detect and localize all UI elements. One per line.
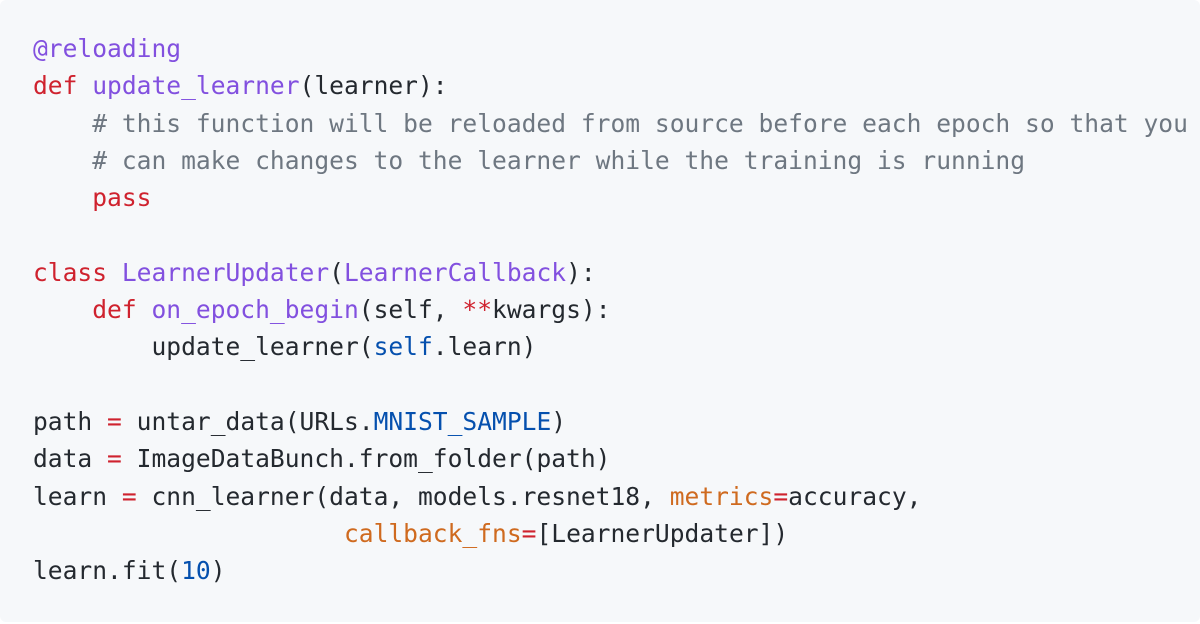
code-token-keyword: class	[33, 257, 108, 287]
code-token-funcname: on_epoch_begin	[151, 295, 359, 325]
code-token-funcname: update_learner	[92, 71, 300, 101]
code-token-plain: untar_data(URLs.	[121, 406, 374, 436]
code-line: @reloading	[33, 30, 1200, 67]
code-token-param: callback_fns	[343, 518, 522, 548]
code-lines: @reloading def update_learner(learner): #…	[33, 30, 1200, 589]
code-token-plain	[33, 183, 92, 212]
code-line: learn.fit(10)	[33, 552, 1200, 589]
code-line: def update_learner(learner):	[33, 67, 1200, 104]
code-token-plain: (learner):	[299, 71, 448, 101]
code-token-classname: LearnerUpdater	[121, 257, 330, 287]
code-line: # can make changes to the learner while …	[33, 142, 1200, 179]
code-token-keyword: def	[33, 71, 78, 101]
code-line: update_learner(self.learn)	[33, 328, 1200, 365]
code-token-plain: (self,	[358, 295, 463, 325]
code-token-plain	[77, 71, 92, 100]
code-line: learn = cnn_learner(data, models.resnet1…	[33, 478, 1200, 515]
code-token-plain	[137, 295, 152, 324]
code-line: def on_epoch_begin(self, **kwargs):	[33, 291, 1200, 328]
code-line: pass	[33, 179, 1200, 216]
code-line: class LearnerUpdater(LearnerCallback):	[33, 254, 1200, 291]
code-token-decorator: @reloading	[33, 34, 182, 63]
code-token-plain	[107, 258, 122, 287]
code-token-plain: learn	[33, 481, 122, 511]
code-token-attr: self	[373, 332, 433, 362]
code-token-plain: path	[33, 406, 108, 436]
code-token-plain	[33, 519, 344, 548]
code-token-operator: =	[107, 406, 122, 436]
code-token-plain: )	[551, 406, 567, 436]
code-token-comment: # this function will be reloaded from so…	[33, 108, 1188, 138]
code-token-plain: ):	[566, 257, 596, 287]
code-token-operator: =	[107, 444, 122, 474]
code-token-comment: # can make changes to the learner while …	[33, 145, 1026, 175]
code-token-plain: learn.fit(	[33, 556, 182, 586]
code-token-operator: **	[462, 295, 493, 325]
code-token-plain: accuracy,	[788, 481, 922, 511]
code-token-keyword: def	[92, 295, 137, 325]
code-line: # this function will be reloaded from so…	[33, 105, 1200, 142]
code-line	[33, 216, 1200, 253]
code-token-plain: [LearnerUpdater])	[536, 518, 789, 548]
code-line: callback_fns=[LearnerUpdater])	[33, 515, 1200, 552]
code-token-param: metrics	[669, 481, 774, 511]
code-token-operator: =	[121, 481, 137, 511]
code-token-number: 10	[181, 556, 211, 586]
code-token-plain: )	[210, 556, 226, 586]
code-token-attr: MNIST_SAMPLE	[373, 406, 552, 436]
code-token-plain: .learn)	[432, 332, 537, 362]
code-token-plain: kwargs):	[492, 295, 611, 325]
code-token-plain: (	[329, 257, 344, 287]
code-token-plain	[33, 295, 92, 324]
code-line: path = untar_data(URLs.MNIST_SAMPLE)	[33, 403, 1200, 440]
code-token-classname: LearnerCallback	[343, 257, 567, 287]
code-line: data = ImageDataBunch.from_folder(path)	[33, 440, 1200, 477]
code-token-keyword: pass	[92, 183, 152, 213]
code-token-plain: data	[33, 444, 108, 474]
code-line	[33, 366, 1200, 403]
code-token-plain: cnn_learner(data, models.resnet18,	[136, 481, 670, 511]
code-token-plain: update_learner(	[33, 332, 374, 362]
code-token-plain: ImageDataBunch.from_folder(path)	[121, 444, 611, 474]
code-token-operator: =	[521, 518, 537, 548]
code-token-operator: =	[773, 481, 789, 511]
